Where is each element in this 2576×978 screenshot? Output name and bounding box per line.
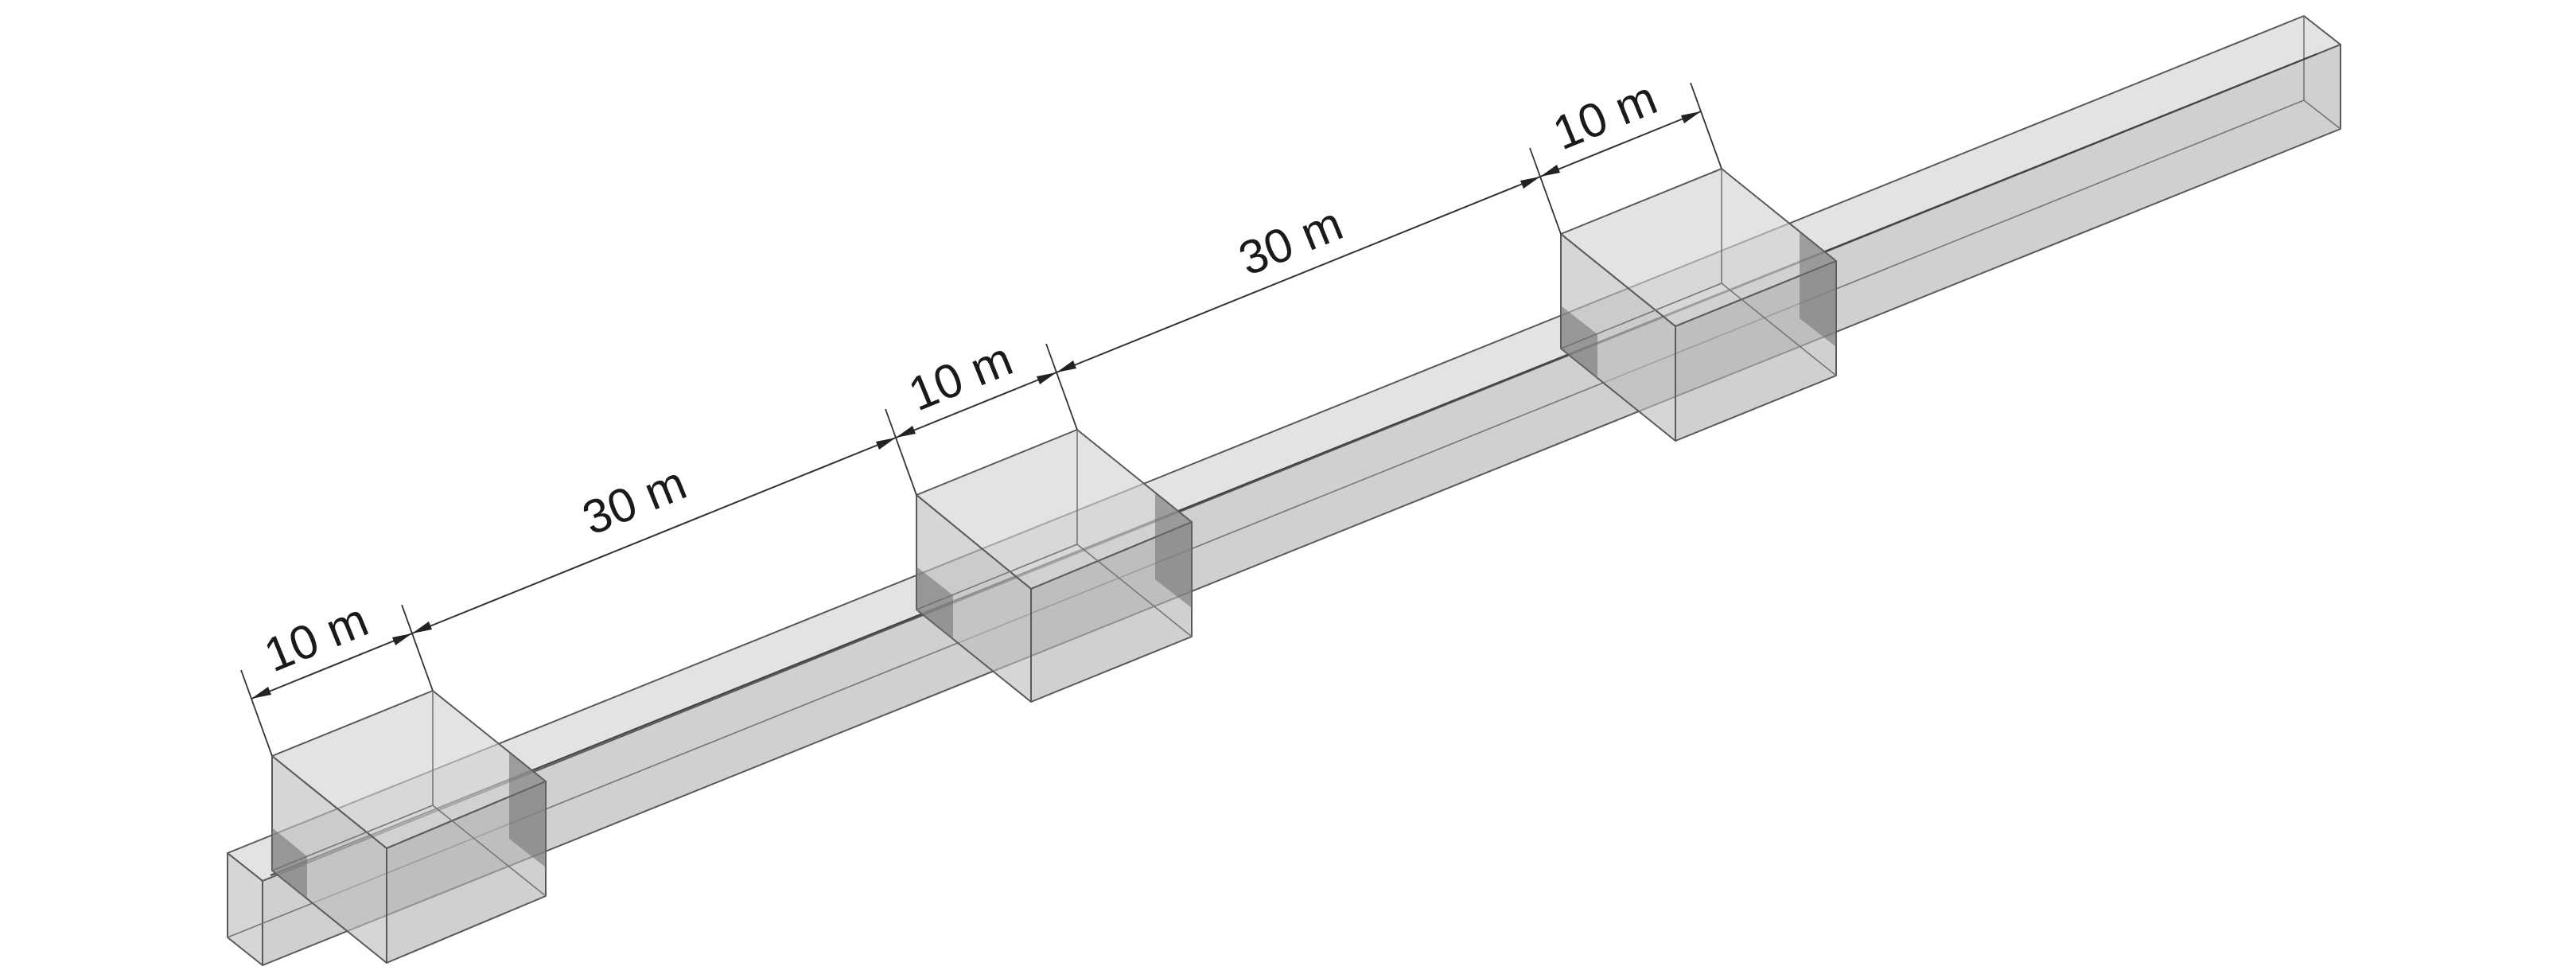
dimension-label-4: 30 m <box>1232 197 1350 286</box>
chamber-2-opening-left <box>916 567 953 640</box>
dimension-line-2 <box>411 437 897 634</box>
dimension-label-2: 30 m <box>575 456 694 545</box>
chamber-1-opening-right <box>509 753 546 867</box>
dimension-line-4 <box>1056 176 1541 373</box>
chamber-3-opening-left <box>1561 306 1597 379</box>
dimension-line-5 <box>1539 111 1702 177</box>
dimension-label-1: 10 m <box>257 593 376 682</box>
chamber-2 <box>916 429 1193 703</box>
dimension-label-5: 10 m <box>1546 71 1664 160</box>
chamber-3-opening-right <box>1800 232 1836 347</box>
duct-end-face <box>227 852 263 966</box>
dimension-line-1 <box>251 633 413 699</box>
chamber-1-opening-left <box>272 828 307 899</box>
chamber-1 <box>271 690 547 964</box>
chamber-2-opening-right <box>1155 493 1192 608</box>
chamber-3 <box>1560 168 1837 442</box>
dimension-label-3: 10 m <box>901 332 1020 421</box>
dimension-line-3 <box>895 372 1057 438</box>
duct-top-face <box>227 15 2341 882</box>
